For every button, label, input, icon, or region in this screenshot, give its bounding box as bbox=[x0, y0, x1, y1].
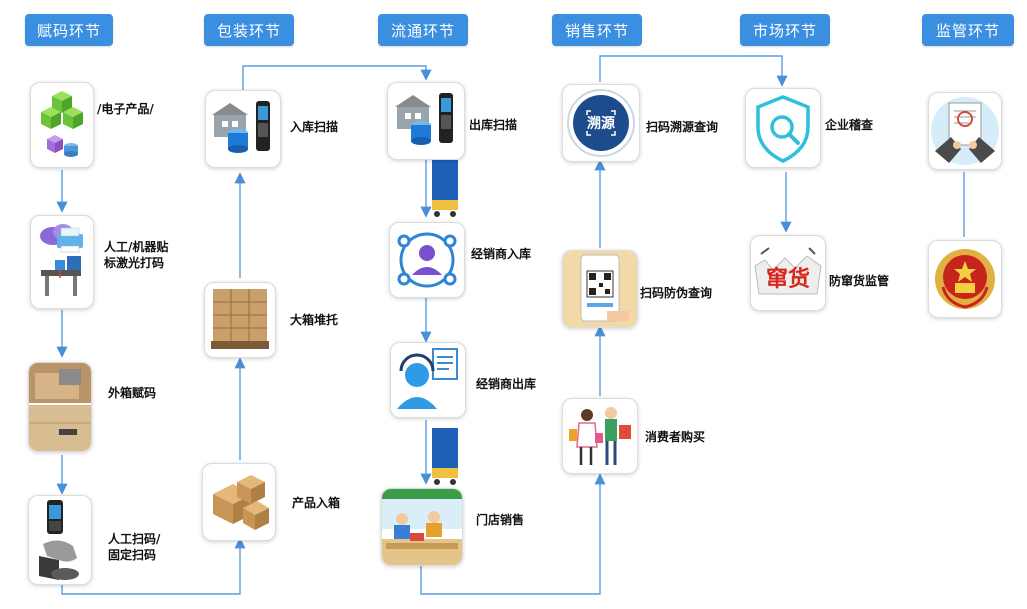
consumer-card bbox=[562, 398, 638, 474]
stage-header-packaging: 包装环节 bbox=[204, 14, 294, 46]
cubes-icon bbox=[41, 91, 83, 157]
printer-laser-icon bbox=[40, 224, 83, 296]
outbound-scan-card bbox=[387, 82, 465, 160]
national-emblem-icon bbox=[935, 249, 995, 309]
store-counter-icon bbox=[382, 489, 462, 565]
counterfeit-badge-text: 窜货 bbox=[766, 266, 810, 292]
box-coding-card bbox=[28, 362, 92, 452]
pallet-stack-icon bbox=[211, 289, 269, 349]
dealer-in-card bbox=[389, 222, 465, 298]
arrow-inbound-to-outbound bbox=[242, 65, 432, 90]
emblem-card bbox=[928, 240, 1002, 318]
boxes-pile-icon bbox=[213, 475, 269, 530]
pallet-label: 大箱堆托 bbox=[290, 313, 339, 327]
labeling-label-line1: 人工/机器贴 bbox=[104, 240, 169, 254]
counterfeit-stamp-icon: 窜货 bbox=[754, 247, 822, 295]
dealer-in-label: 经销商入库 bbox=[471, 247, 532, 261]
warehouse-scanner-icon bbox=[212, 101, 270, 153]
truck-icon bbox=[432, 160, 458, 217]
stage-header-coding: 赋码环节 bbox=[25, 14, 113, 46]
anti-fake-card bbox=[562, 250, 638, 328]
truck-icon bbox=[432, 428, 458, 485]
product-boxing-card bbox=[202, 463, 276, 541]
shield-search-icon bbox=[756, 95, 810, 163]
scan-label-line2: 固定扫码 bbox=[108, 548, 157, 562]
trace-query-card: 溯源 bbox=[562, 84, 640, 162]
store-sale-label: 门店销售 bbox=[476, 513, 525, 527]
consumer-label: 消费者购买 bbox=[645, 430, 706, 444]
trace-badge-text: 溯源 bbox=[587, 115, 615, 132]
inbound-scan-card bbox=[205, 90, 281, 168]
labeling-card bbox=[30, 215, 94, 309]
box-coding-label: 外箱赋码 bbox=[108, 386, 157, 400]
stage-header-circulation: 流通环节 bbox=[378, 14, 468, 46]
trace-query-label: 扫码溯源查询 bbox=[646, 120, 719, 134]
document-inspection-icon bbox=[931, 97, 999, 165]
electronic-product-label: /电子产品/ bbox=[97, 102, 154, 116]
stage-header-market: 市场环节 bbox=[740, 14, 830, 46]
electronic-product-card bbox=[30, 82, 94, 168]
scan-card bbox=[28, 495, 92, 585]
trace-badge-icon: 溯源 bbox=[567, 89, 635, 157]
barcode-scanner-icon bbox=[39, 500, 79, 580]
anti-fake-label: 扫码防伪查询 bbox=[640, 286, 713, 300]
arrow-scan-to-product-boxing bbox=[61, 537, 246, 595]
inspection-card bbox=[745, 88, 821, 168]
labeling-label-line2: 标激光打码 bbox=[104, 256, 165, 270]
pallet-card bbox=[204, 282, 276, 358]
dealer-network-icon bbox=[397, 232, 457, 288]
scan-label-line1: 人工扫码/ bbox=[108, 532, 161, 546]
stage-header-supervision: 监管环节 bbox=[922, 14, 1014, 46]
counterfeit-label: 防窜货监管 bbox=[829, 274, 890, 288]
dealer-out-label: 经销商出库 bbox=[476, 377, 537, 391]
arrow-trace-to-inspection bbox=[599, 55, 788, 87]
stage-header-sales: 销售环节 bbox=[552, 14, 642, 46]
qr-phone-icon bbox=[563, 251, 637, 327]
regulator-document-card bbox=[928, 92, 1002, 170]
counterfeit-card: 窜货 bbox=[750, 235, 826, 311]
inspection-label: 企业稽查 bbox=[825, 118, 874, 132]
store-sale-card bbox=[381, 488, 463, 566]
product-boxing-label: 产品入箱 bbox=[292, 496, 341, 510]
dealer-out-card bbox=[390, 342, 466, 418]
shopping-people-icon bbox=[569, 407, 631, 465]
inbound-scan-label: 入库扫描 bbox=[290, 120, 339, 134]
outbound-scan-label: 出库扫描 bbox=[469, 118, 518, 132]
dealer-document-icon bbox=[397, 348, 458, 409]
warehouse-scanner-icon bbox=[395, 93, 453, 145]
cardboard-box-icon bbox=[29, 363, 91, 451]
arrow-store-to-consumer bbox=[420, 473, 606, 595]
